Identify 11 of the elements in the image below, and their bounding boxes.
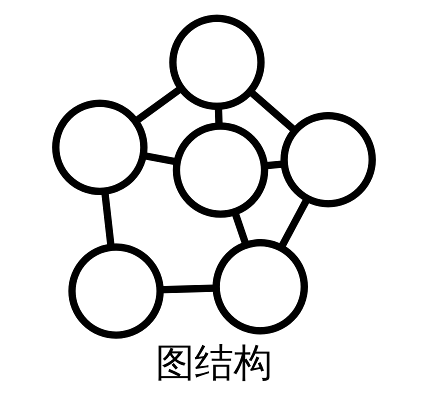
connector: [230, 211, 249, 246]
node-circle: [172, 122, 268, 218]
node-circle: [212, 239, 308, 334]
node-circle: [280, 112, 376, 208]
connector: [248, 89, 296, 133]
node-circle: [68, 243, 164, 339]
caption: 图结构: [155, 341, 272, 386]
node-circle: [168, 14, 264, 110]
connector: [278, 197, 310, 249]
connector: [214, 106, 222, 126]
node-circle: [52, 100, 148, 196]
